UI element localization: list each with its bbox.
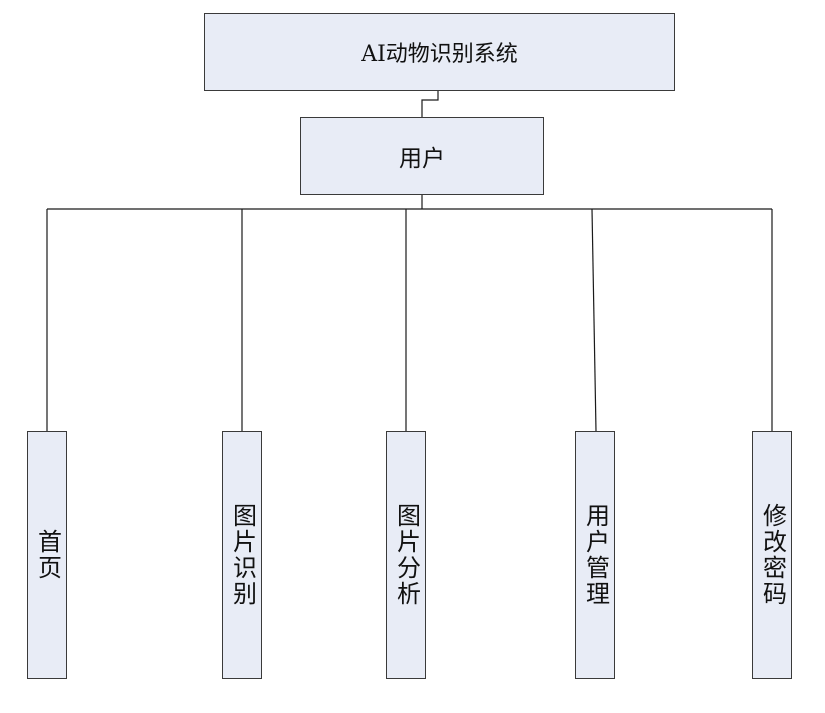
root-node: AI动物识别系统 (204, 13, 675, 91)
leaf-node-label: 首页 (33, 529, 62, 581)
user-node-label: 用户 (399, 146, 445, 172)
leaf-node-image-recognition: 图片识别 (222, 431, 262, 679)
leaf-node-image-analysis: 图片分析 (386, 431, 426, 679)
leaf-node-label: 图片识别 (228, 503, 257, 607)
connector-to-user-management (591, 208, 597, 432)
leaf-node-change-password: 修改密码 (752, 431, 792, 679)
leaf-node-label: 用户管理 (581, 503, 610, 607)
root-node-label: AI动物识别系统 (361, 42, 518, 67)
leaf-node-label: 修改密码 (758, 503, 787, 607)
leaf-node-user-management: 用户管理 (575, 431, 615, 679)
leaf-node-label: 图片分析 (392, 503, 421, 607)
connector-root-to-user (421, 91, 439, 117)
user-node: 用户 (300, 117, 544, 195)
leaf-node-home: 首页 (27, 431, 67, 679)
